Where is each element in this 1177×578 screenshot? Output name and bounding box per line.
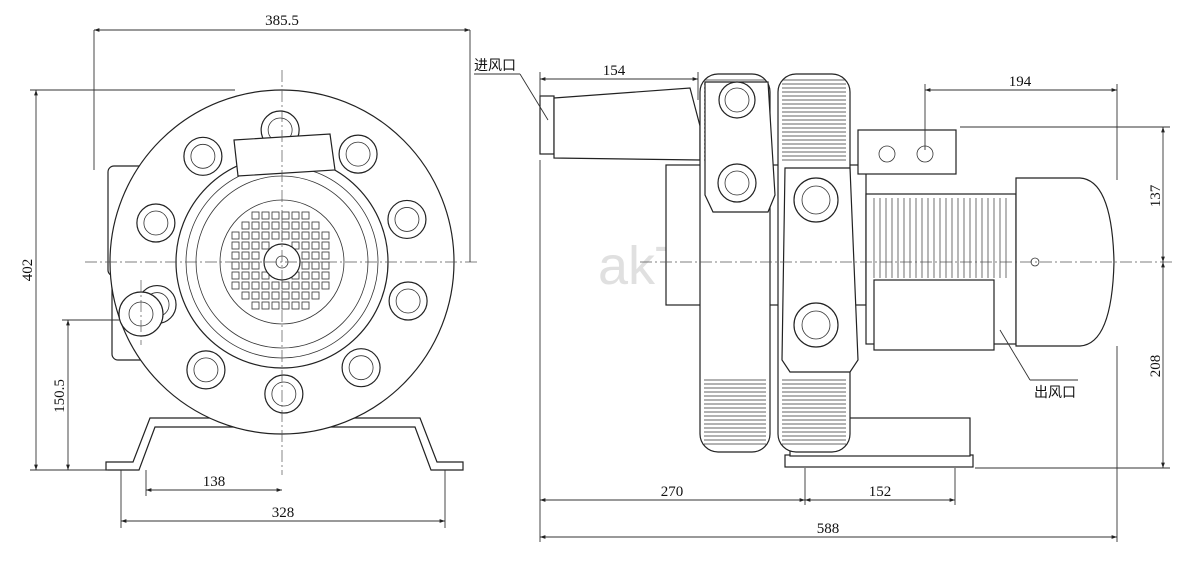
dim-270: 270 [661, 484, 684, 500]
side-dimensions: 154 194 137 208 270 152 588 进风口 出风口 [474, 58, 1170, 542]
dim-154: 154 [603, 63, 626, 79]
side-base-plate [784, 454, 974, 468]
label-inlet: 进风口 [474, 58, 516, 74]
dim-588: 588 [817, 521, 840, 537]
dim-152: 152 [869, 484, 892, 500]
dim-150-5: 150.5 [52, 379, 68, 413]
dim-137: 137 [1148, 184, 1164, 207]
dim-385-5: 385.5 [265, 13, 299, 29]
side-motor-fins [873, 198, 1007, 278]
dim-208: 208 [1148, 355, 1164, 378]
dim-194: 194 [1009, 74, 1032, 90]
front-dimensions: 385.5 402 150.5 138 328 [20, 13, 471, 528]
front-terminal-box [233, 133, 336, 177]
front-fan-grid [231, 211, 330, 310]
dim-328: 328 [272, 505, 295, 521]
side-inlet-pipe [553, 87, 701, 161]
side-view [539, 73, 1175, 468]
front-base-feet [105, 417, 464, 471]
label-outlet: 出风口 [1034, 385, 1076, 401]
dim-402: 402 [20, 259, 36, 282]
side-inlet-flange [539, 95, 555, 155]
side-terminal-box [857, 129, 957, 175]
side-outlet-pipe [873, 279, 995, 351]
dim-138: 138 [203, 474, 226, 490]
front-view [85, 70, 480, 475]
